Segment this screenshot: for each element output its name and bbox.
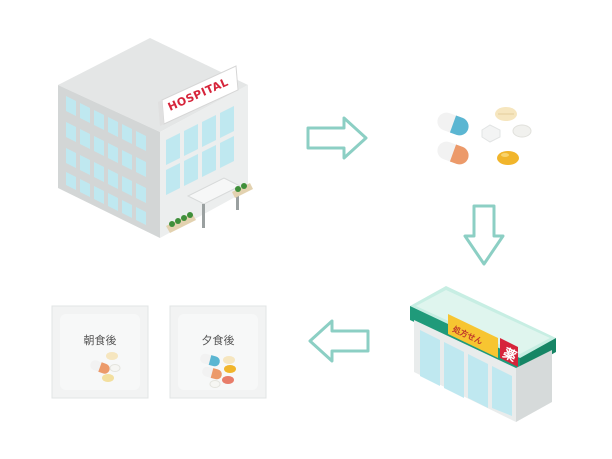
tablet-cream-icon — [495, 107, 517, 121]
softgel-yellow-icon — [497, 151, 519, 165]
arrow-right-icon — [306, 116, 368, 160]
pharmacy-sign: 処方せん 薬 — [448, 314, 520, 367]
tablet-round-icon — [512, 124, 532, 138]
packet-label-morning: 朝食後 — [84, 333, 117, 347]
medicine-packet-morning: 朝食後 — [51, 305, 149, 399]
tablet-white-icon — [481, 124, 501, 143]
capsule-blue-icon — [437, 112, 469, 136]
arrow-down-icon — [463, 204, 505, 266]
arrow-left-icon — [308, 319, 370, 363]
medicine-pills — [437, 107, 532, 165]
medicine-packet-evening: 夕食後 — [169, 305, 267, 399]
capsule-orange-icon — [437, 141, 469, 165]
hospital-windows-left — [66, 96, 146, 225]
pharmacy-building: 処方せん 薬 — [410, 286, 556, 422]
hospital-building: HOSPITAL — [58, 38, 253, 238]
hospital-windows-right — [166, 106, 234, 195]
pharmacy-windows — [420, 330, 512, 416]
packet-label-evening: 夕食後 — [202, 333, 235, 347]
